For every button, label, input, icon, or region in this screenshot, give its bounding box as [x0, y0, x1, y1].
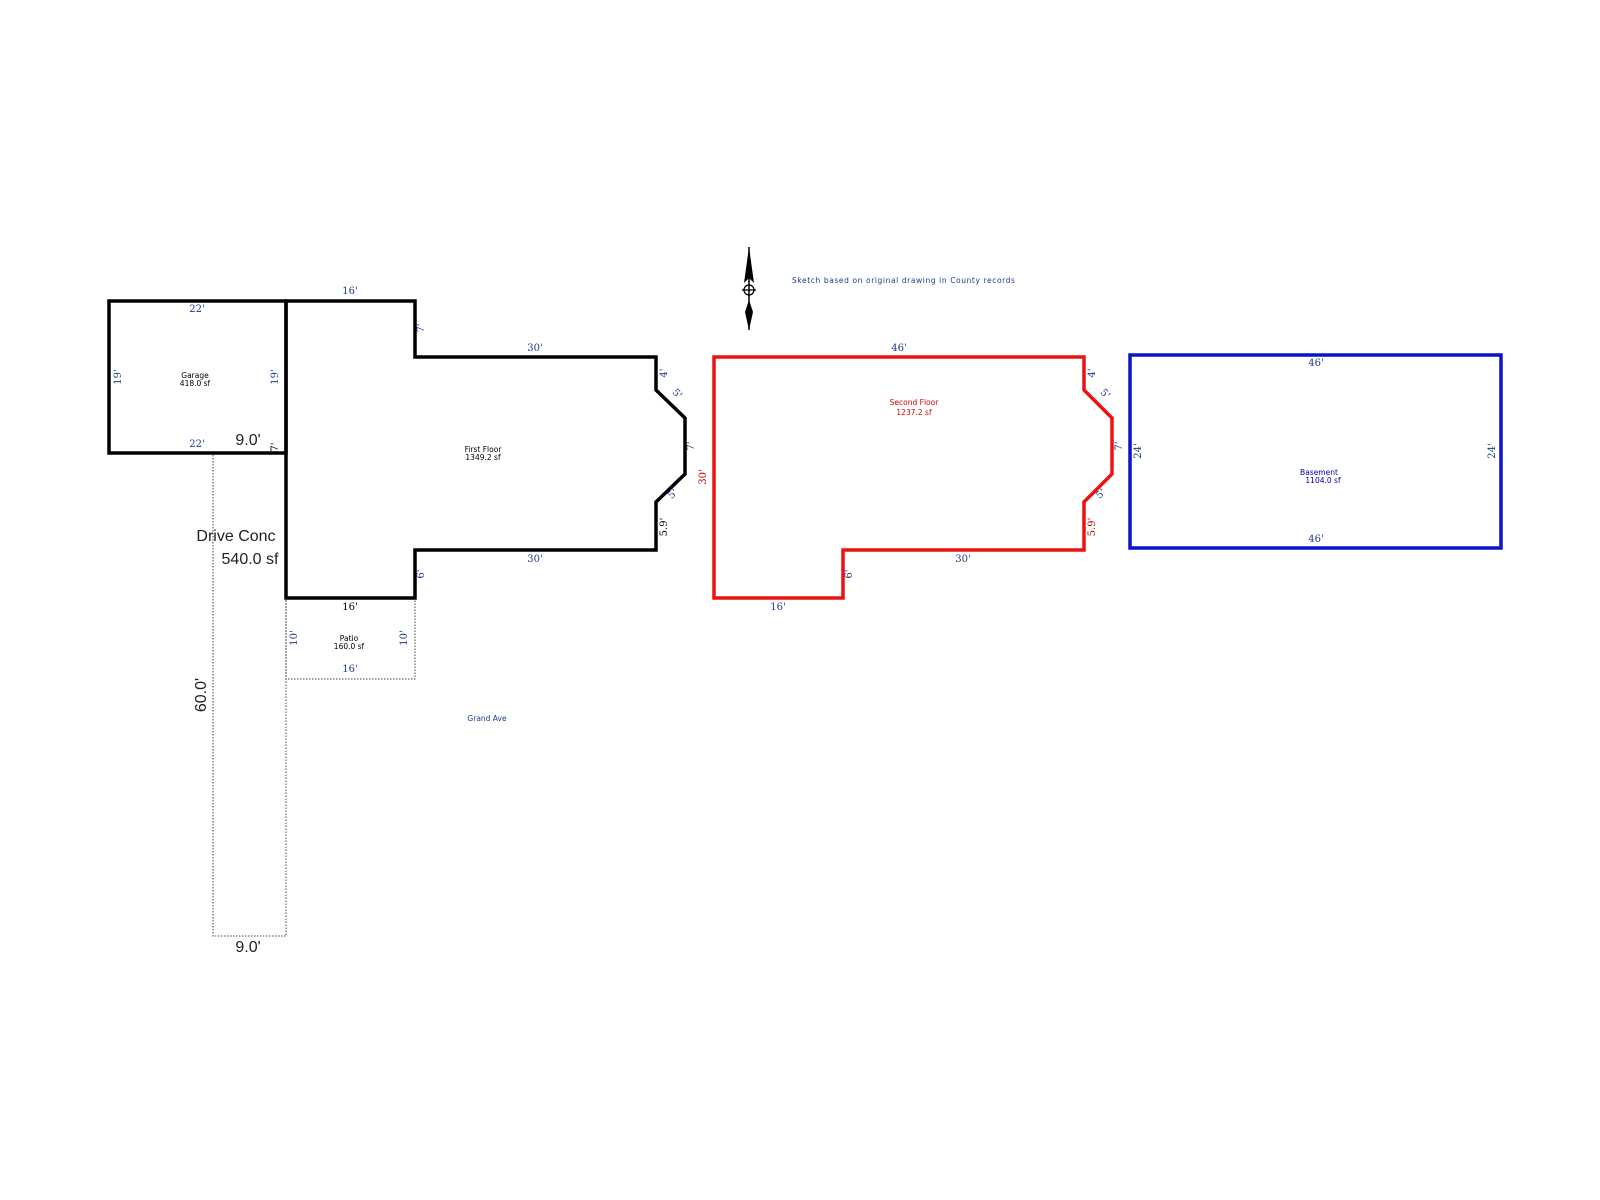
second-floor-dim-bay-top: 4'	[1087, 368, 1098, 377]
second-floor-dim-bay-diag-top: 5'	[1098, 387, 1112, 401]
first-floor-name: First Floor	[465, 445, 503, 454]
garage-dim-left: 19'	[113, 369, 124, 384]
basement-dim-right: 24'	[1487, 443, 1498, 458]
second-floor-dim-bottom: 16'	[770, 602, 785, 613]
second-floor-dim-top: 46'	[891, 343, 906, 354]
patio-outline	[285, 600, 416, 680]
basement-dim-bottom: 46'	[1308, 534, 1323, 545]
second-floor-dim-step-up: 6'	[844, 569, 855, 578]
second-floor-dim-lower-run: 30'	[955, 554, 970, 565]
patio-dim-left: 10'	[289, 630, 300, 645]
drive-dim-length: 60.0'	[193, 678, 210, 712]
first-floor-outline	[284, 299, 687, 600]
first-floor-dim-left-short: 7'	[270, 442, 281, 451]
drive-outline	[212, 455, 287, 937]
drive-dim-width-bottom: 9.0'	[235, 939, 260, 956]
drive-area: 540.0 sf	[222, 551, 279, 568]
second-floor-area: 1237.2 sf	[896, 408, 932, 417]
garage-name: Garage	[181, 371, 209, 380]
second-floor-dim-bay-face: 7'	[1114, 441, 1125, 450]
patio-dim-bottom: 16'	[342, 664, 357, 675]
garage-dim-bottom: 22'	[189, 439, 204, 450]
first-floor-dim-step-down: 7'	[416, 323, 427, 332]
second-floor-outline	[712, 355, 1114, 600]
basement-dim-left: 24'	[1133, 443, 1144, 458]
first-floor-dim-bay-diag-top: 5'	[670, 387, 684, 401]
street-label: Grand Ave	[467, 714, 507, 723]
patio-area: 160.0 sf	[334, 642, 365, 651]
first-floor-dim-upper-run: 30'	[527, 343, 542, 354]
first-floor-dim-lower-run: 30'	[527, 554, 542, 565]
first-floor-dim-bay-bottom: 5.9'	[659, 518, 670, 537]
garage-dim-top: 22'	[189, 304, 204, 315]
first-floor-dim-bottom: 16'	[342, 602, 357, 613]
first-floor-area: 1349.2 sf	[465, 453, 501, 462]
second-floor-dim-bay-bottom: 5.9'	[1087, 518, 1098, 537]
patio-name: Patio	[340, 634, 359, 643]
basement-area: 1104.0 sf	[1305, 476, 1341, 485]
drive-dim-width-top: 9.0'	[235, 432, 260, 449]
north-arrow-icon	[742, 247, 756, 330]
second-floor-dim-left: 30'	[698, 469, 709, 484]
sketch-note: Sketch based on original drawing in Coun…	[792, 276, 1016, 285]
second-floor-name: Second Floor	[890, 398, 940, 407]
garage-area: 418.0 sf	[180, 379, 211, 388]
first-floor-dim-top: 16'	[342, 286, 357, 297]
drive-name: Drive Conc	[196, 528, 275, 545]
basement-dim-top: 46'	[1308, 358, 1323, 369]
patio-dim-right: 10'	[399, 630, 410, 645]
first-floor-dim-bay-face: 7'	[686, 441, 697, 450]
first-floor-dim-bay-top: 4'	[659, 368, 670, 377]
first-floor-dim-step-up: 6'	[416, 569, 427, 578]
basement-outline	[1128, 353, 1503, 550]
basement-name: Basement	[1300, 468, 1338, 477]
garage-dim-right: 19'	[270, 369, 281, 384]
